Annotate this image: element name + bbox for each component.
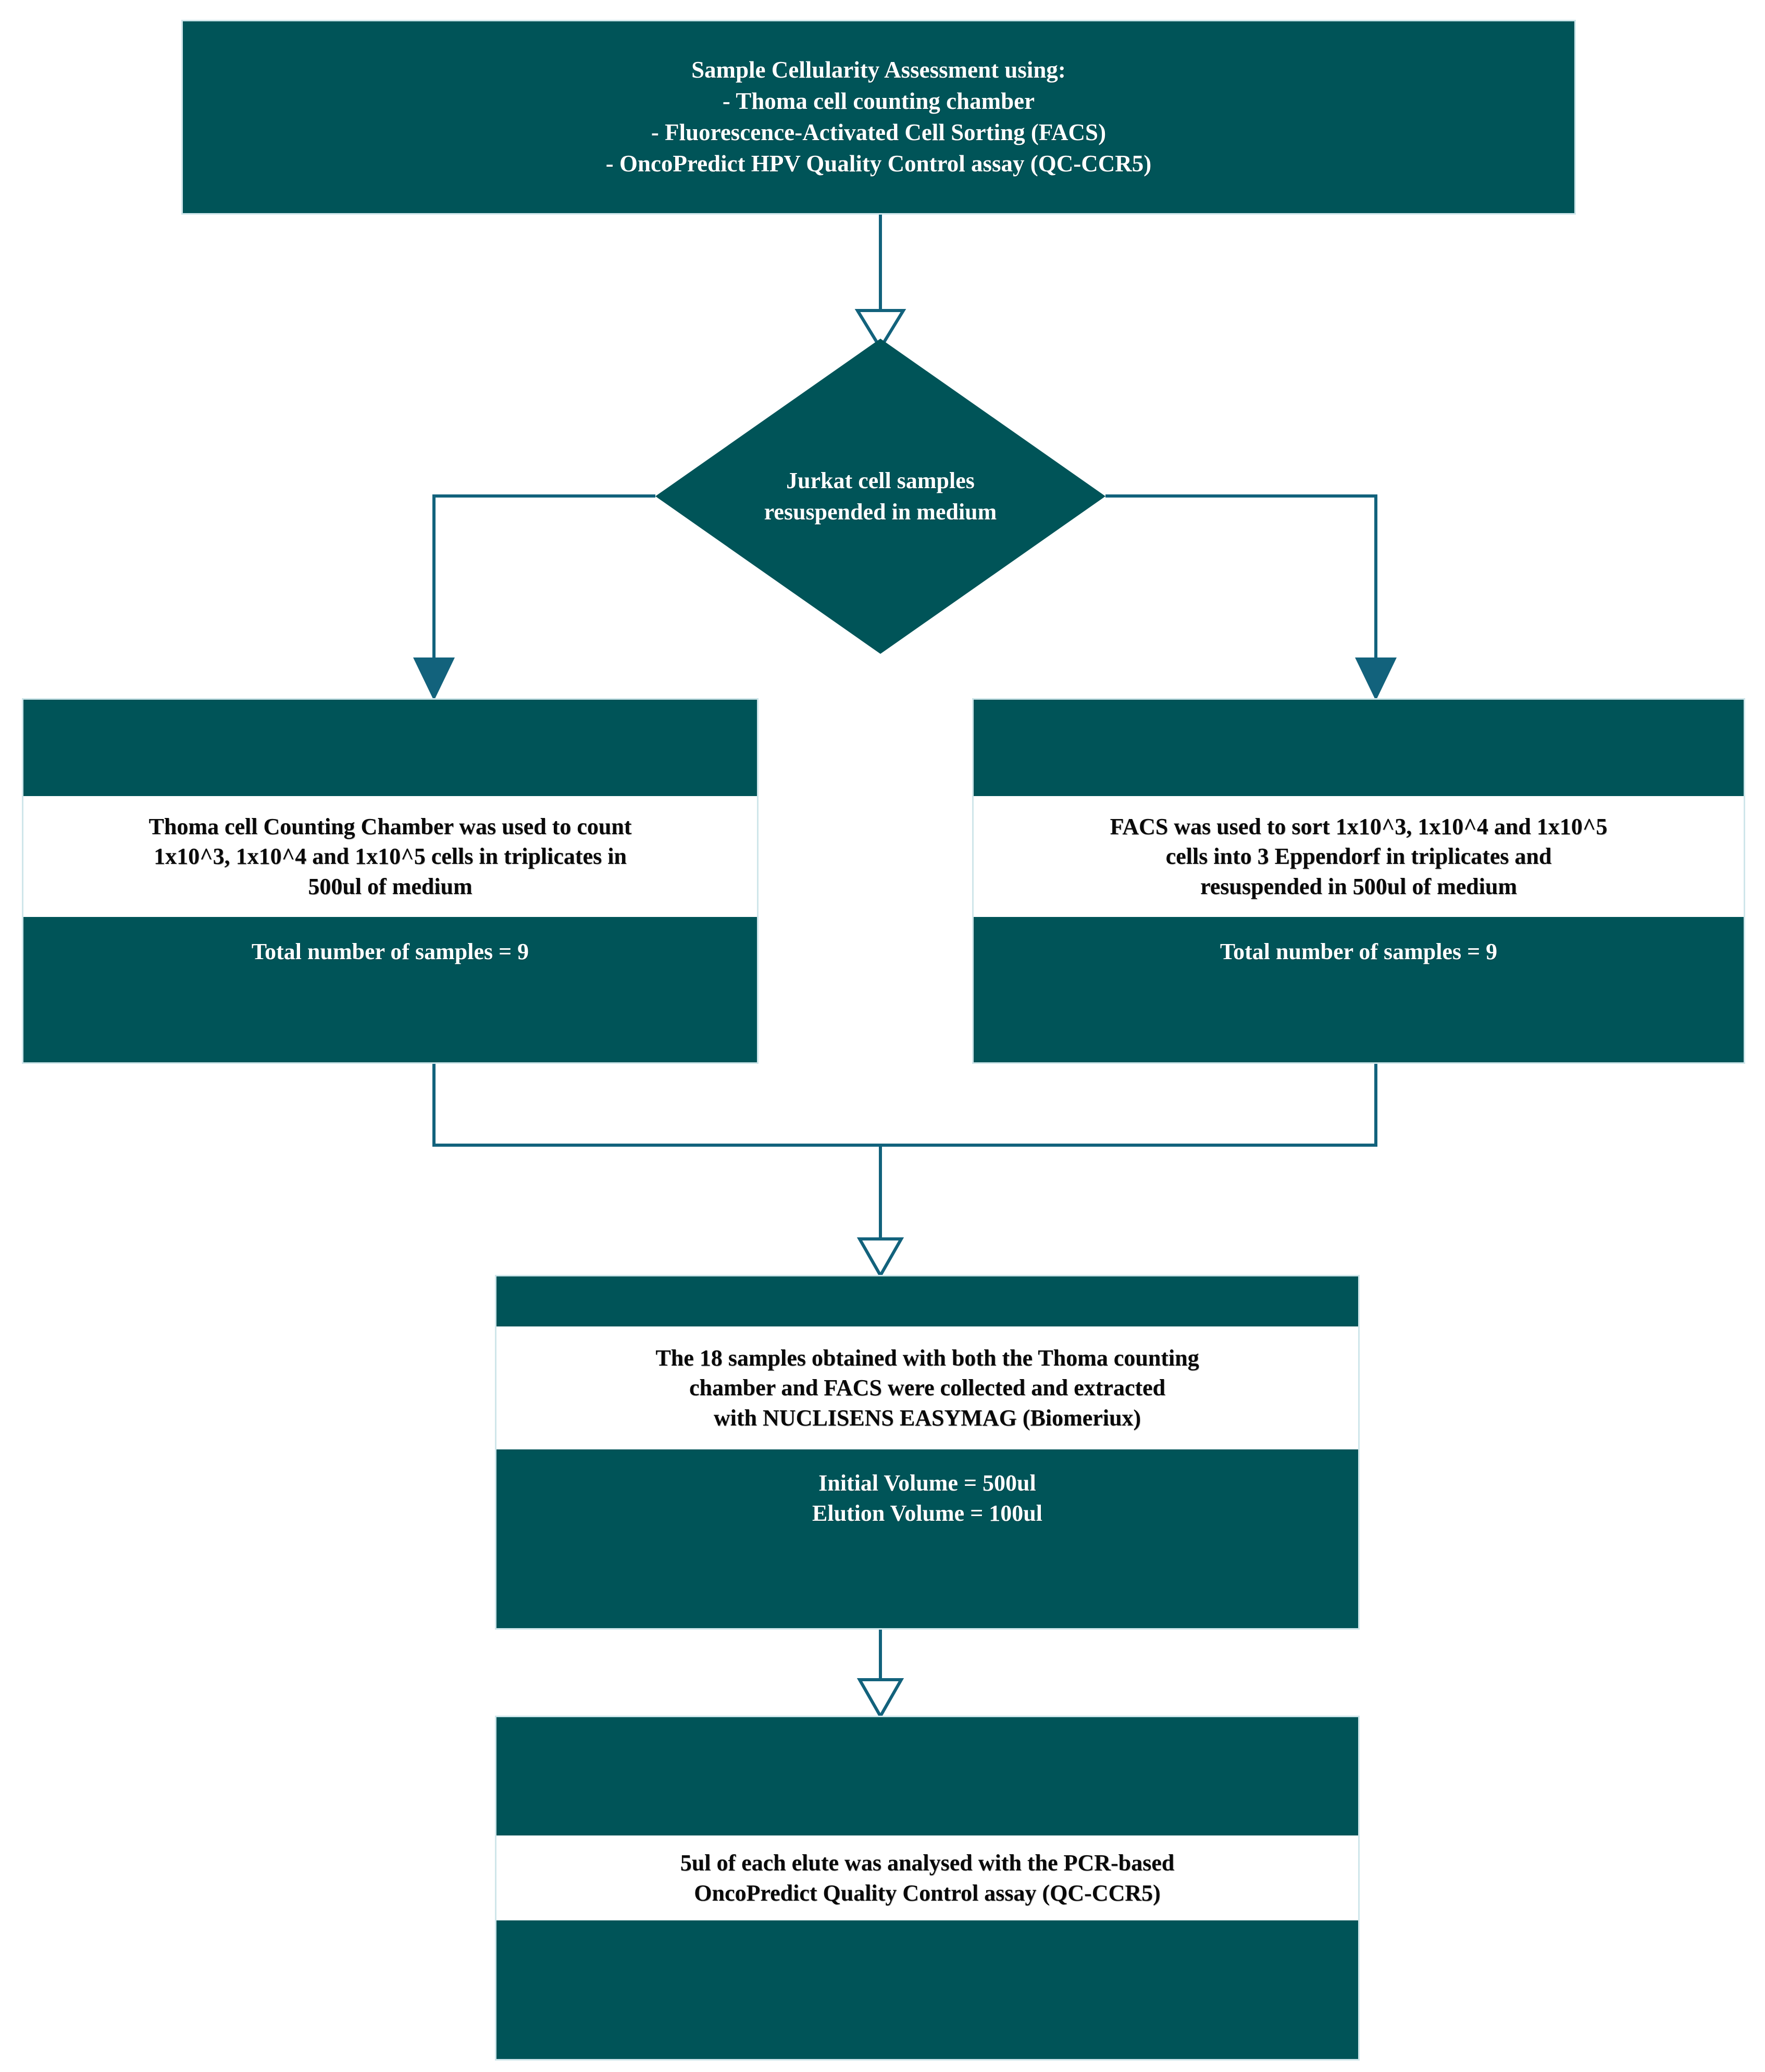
node-thoma-footer-text: Total number of samples = 9 (252, 937, 529, 1062)
edge-start-to-decision (854, 215, 906, 351)
node-thoma-footer-line-1: Total number of samples = 9 (251, 939, 529, 964)
node-thoma-white-text: Thoma cell Counting Chamber was used to … (149, 812, 632, 901)
node-facs-band-top (974, 700, 1744, 796)
node-decision-text: Jurkat cell samples resuspended in mediu… (682, 465, 1078, 528)
node-extraction-white-line-2: chamber and FACS were collected and extr… (689, 1375, 1166, 1401)
node-facs-band-bottom: Total number of samples = 9 (974, 917, 1744, 1062)
node-start[interactable]: Sample Cellularity Assessment using: - T… (181, 20, 1576, 215)
node-thoma[interactable]: Thoma cell Counting Chamber was used to … (22, 698, 759, 1064)
node-start-line-4: - OncoPredict HPV Quality Control assay … (605, 150, 1152, 177)
node-extraction-footer-text: Initial Volume = 500ul Elution Volume = … (812, 1468, 1042, 1628)
node-extraction-band-bottom: Initial Volume = 500ul Elution Volume = … (496, 1449, 1358, 1628)
node-facs-footer-line-1: Total number of samples = 9 (1220, 939, 1498, 964)
node-thoma-band-top (23, 700, 757, 796)
edge-decision-to-facs (1105, 494, 1397, 701)
node-start-line-1: Sample Cellularity Assessment using: (691, 57, 1066, 83)
node-analysis-white-line-2: OncoPredict Quality Control assay (QC-CC… (694, 1880, 1161, 1906)
node-extraction-footer-line-1: Initial Volume = 500ul (818, 1470, 1036, 1496)
node-extraction[interactable]: The 18 samples obtained with both the Th… (495, 1275, 1360, 1630)
node-thoma-white-line-2: 1x10^3, 1x10^4 and 1x10^5 cells in tripl… (154, 843, 627, 870)
node-analysis[interactable]: 5ul of each elute was analysed with the … (495, 1716, 1360, 2061)
node-decision[interactable]: Jurkat cell samples resuspended in mediu… (655, 339, 1105, 654)
node-thoma-white-band: Thoma cell Counting Chamber was used to … (23, 796, 757, 917)
node-analysis-white-text: 5ul of each elute was analysed with the … (680, 1848, 1174, 1907)
node-facs-white-line-2: cells into 3 Eppendorf in triplicates an… (1165, 843, 1552, 870)
node-facs-white-band: FACS was used to sort 1x10^3, 1x10^4 and… (974, 796, 1744, 917)
node-start-line-3: - Fluorescence-Activated Cell Sorting (F… (651, 119, 1107, 145)
node-thoma-white-line-1: Thoma cell Counting Chamber was used to … (148, 814, 632, 840)
node-thoma-white-line-3: 500ul of medium (308, 873, 473, 899)
node-facs-white-text: FACS was used to sort 1x10^3, 1x10^4 and… (1110, 812, 1608, 901)
node-start-line-2: - Thoma cell counting chamber (722, 88, 1035, 115)
node-thoma-band-bottom: Total number of samples = 9 (23, 917, 757, 1062)
node-facs-white-line-3: resuspended in 500ul of medium (1200, 873, 1517, 899)
node-facs[interactable]: FACS was used to sort 1x10^3, 1x10^4 and… (972, 698, 1745, 1064)
node-facs-footer-text: Total number of samples = 9 (1220, 937, 1497, 1062)
node-extraction-white-line-3: with NUCLISENS EASYMAG (Biomeriux) (713, 1405, 1141, 1431)
edge-extraction-to-analysis (856, 1630, 904, 1720)
edge-decision-to-thoma (413, 494, 655, 701)
node-facs-white-line-1: FACS was used to sort 1x10^3, 1x10^4 and… (1110, 814, 1608, 840)
edge-merge-to-extraction (432, 1064, 1377, 1279)
node-extraction-footer-line-2: Elution Volume = 100ul (812, 1500, 1042, 1527)
node-analysis-white-band: 5ul of each elute was analysed with the … (496, 1835, 1358, 1920)
node-start-text: Sample Cellularity Assessment using: - T… (606, 55, 1151, 179)
node-extraction-white-line-1: The 18 samples obtained with both the Th… (655, 1345, 1199, 1371)
node-extraction-white-text: The 18 samples obtained with both the Th… (655, 1343, 1199, 1433)
node-extraction-white-band: The 18 samples obtained with both the Th… (496, 1326, 1358, 1449)
node-decision-line-2: resuspended in medium (764, 499, 997, 525)
node-analysis-band-top (496, 1717, 1358, 1835)
node-extraction-band-top (496, 1276, 1358, 1326)
node-analysis-band-bottom (496, 1920, 1358, 2059)
node-analysis-white-line-1: 5ul of each elute was analysed with the … (680, 1850, 1175, 1876)
node-decision-line-1: Jurkat cell samples (786, 467, 975, 493)
